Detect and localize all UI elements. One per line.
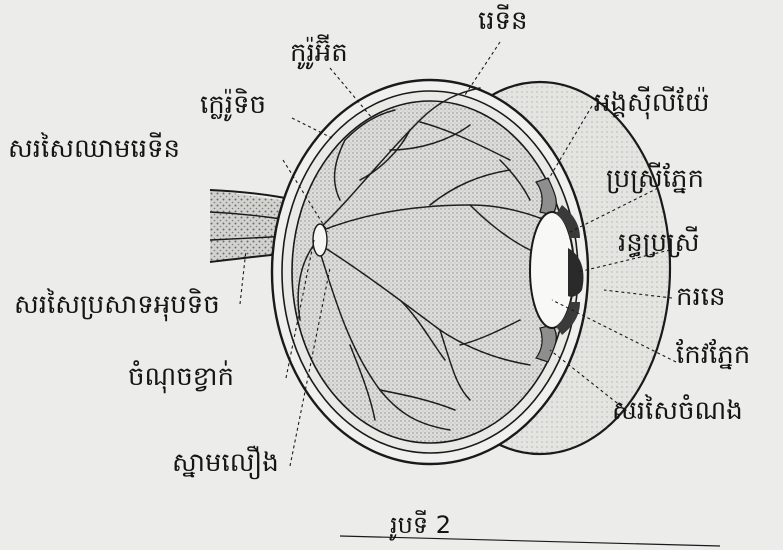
label-sclera: ក្លេរ៉ូទិច <box>200 90 266 120</box>
retina-shape <box>292 101 568 443</box>
optic-disc <box>313 224 327 256</box>
label-suspensory-ligament: សរសៃចំណង <box>612 396 743 426</box>
label-yellow-spot: ស្នាមលឿង <box>172 448 279 478</box>
label-blind-spot: ចំណុចខ្វាក់ <box>128 362 234 392</box>
label-ciliary-body: អង្គស៊ីលីយ៉ែ <box>594 88 710 118</box>
label-optic-nerve: សរសៃប្រសាទអុបទិច <box>14 290 220 320</box>
label-retinal-vessels: សរសៃឈាមរេទីន <box>8 134 180 164</box>
figure-caption: រូបទី 2 <box>390 510 451 540</box>
lens-shape <box>530 212 574 328</box>
label-choroid: កូរ៉ូអ៊ីត <box>290 38 348 68</box>
label-iris: ប្រស្រីភ្នែក <box>606 164 704 194</box>
label-cornea: ករនេ <box>676 282 726 312</box>
label-retina: រេទីន <box>478 6 528 36</box>
label-lens: កែវភ្នែក <box>676 340 750 370</box>
label-pupil: រន្ធប្រស្រី <box>618 228 700 258</box>
